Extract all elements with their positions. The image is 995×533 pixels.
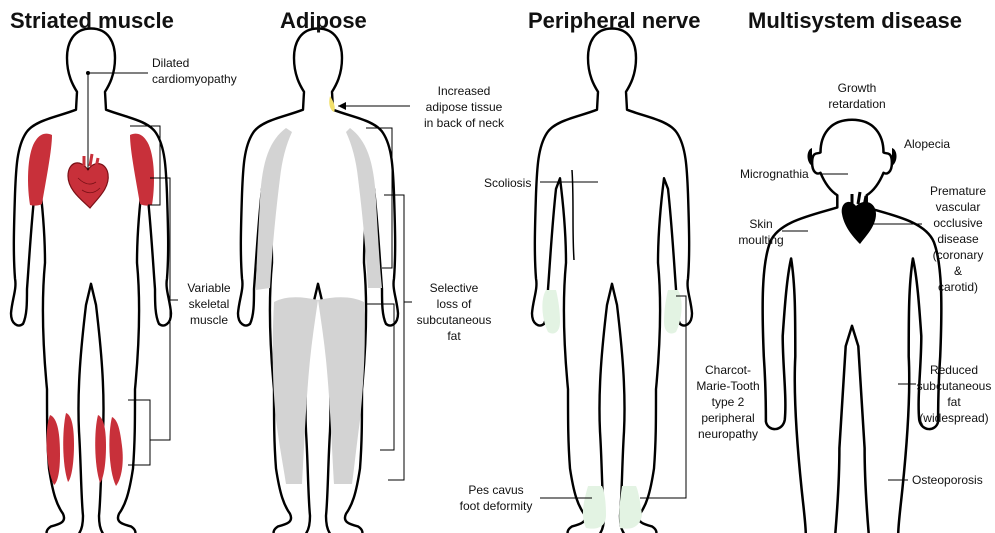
body-outline-striated [11, 28, 171, 533]
label-fat-loss: Selective loss of subcutaneous fat [408, 280, 500, 344]
left-foot-nerve [583, 486, 606, 529]
right-hand-nerve [664, 290, 682, 334]
left-hand-nerve [542, 290, 560, 334]
panel-title-nerve: Peripheral nerve [528, 8, 700, 34]
label-vascular: Premature vascular occlusive disease (co… [924, 183, 992, 295]
panel-title-multisystem: Multisystem disease [748, 8, 962, 34]
neck-arrowhead [338, 102, 346, 110]
label-cmt: Charcot- Marie-Tooth type 2 peripheral n… [688, 362, 768, 442]
label-growth: Growth retardation [820, 80, 894, 112]
label-osteoporosis: Osteoporosis [912, 472, 983, 488]
label-skin-moulting: Skin moulting [737, 216, 785, 248]
body-outline-nerve [532, 28, 692, 533]
label-alopecia: Alopecia [904, 136, 950, 152]
label-scoliosis: Scoliosis [484, 175, 531, 191]
label-skeletal-muscle: Variable skeletal muscle [178, 280, 240, 328]
label-pes-cavus: Pes cavus foot deformity [450, 482, 542, 514]
label-neck-adipose: Increased adipose tissue in back of neck [414, 83, 514, 131]
right-ear [892, 148, 897, 166]
label-micrognathia: Micrognathia [740, 166, 809, 182]
label-reduced-fat: Reduced subcutaneous fat (widespread) [916, 362, 992, 426]
legs-adipose-loss [273, 297, 365, 484]
left-ear [808, 148, 813, 166]
panel-title-adipose: Adipose [280, 8, 367, 34]
label-cardiomyopathy: Dilated cardiomyopathy [152, 55, 237, 87]
panel-title-striated: Striated muscle [10, 8, 174, 34]
